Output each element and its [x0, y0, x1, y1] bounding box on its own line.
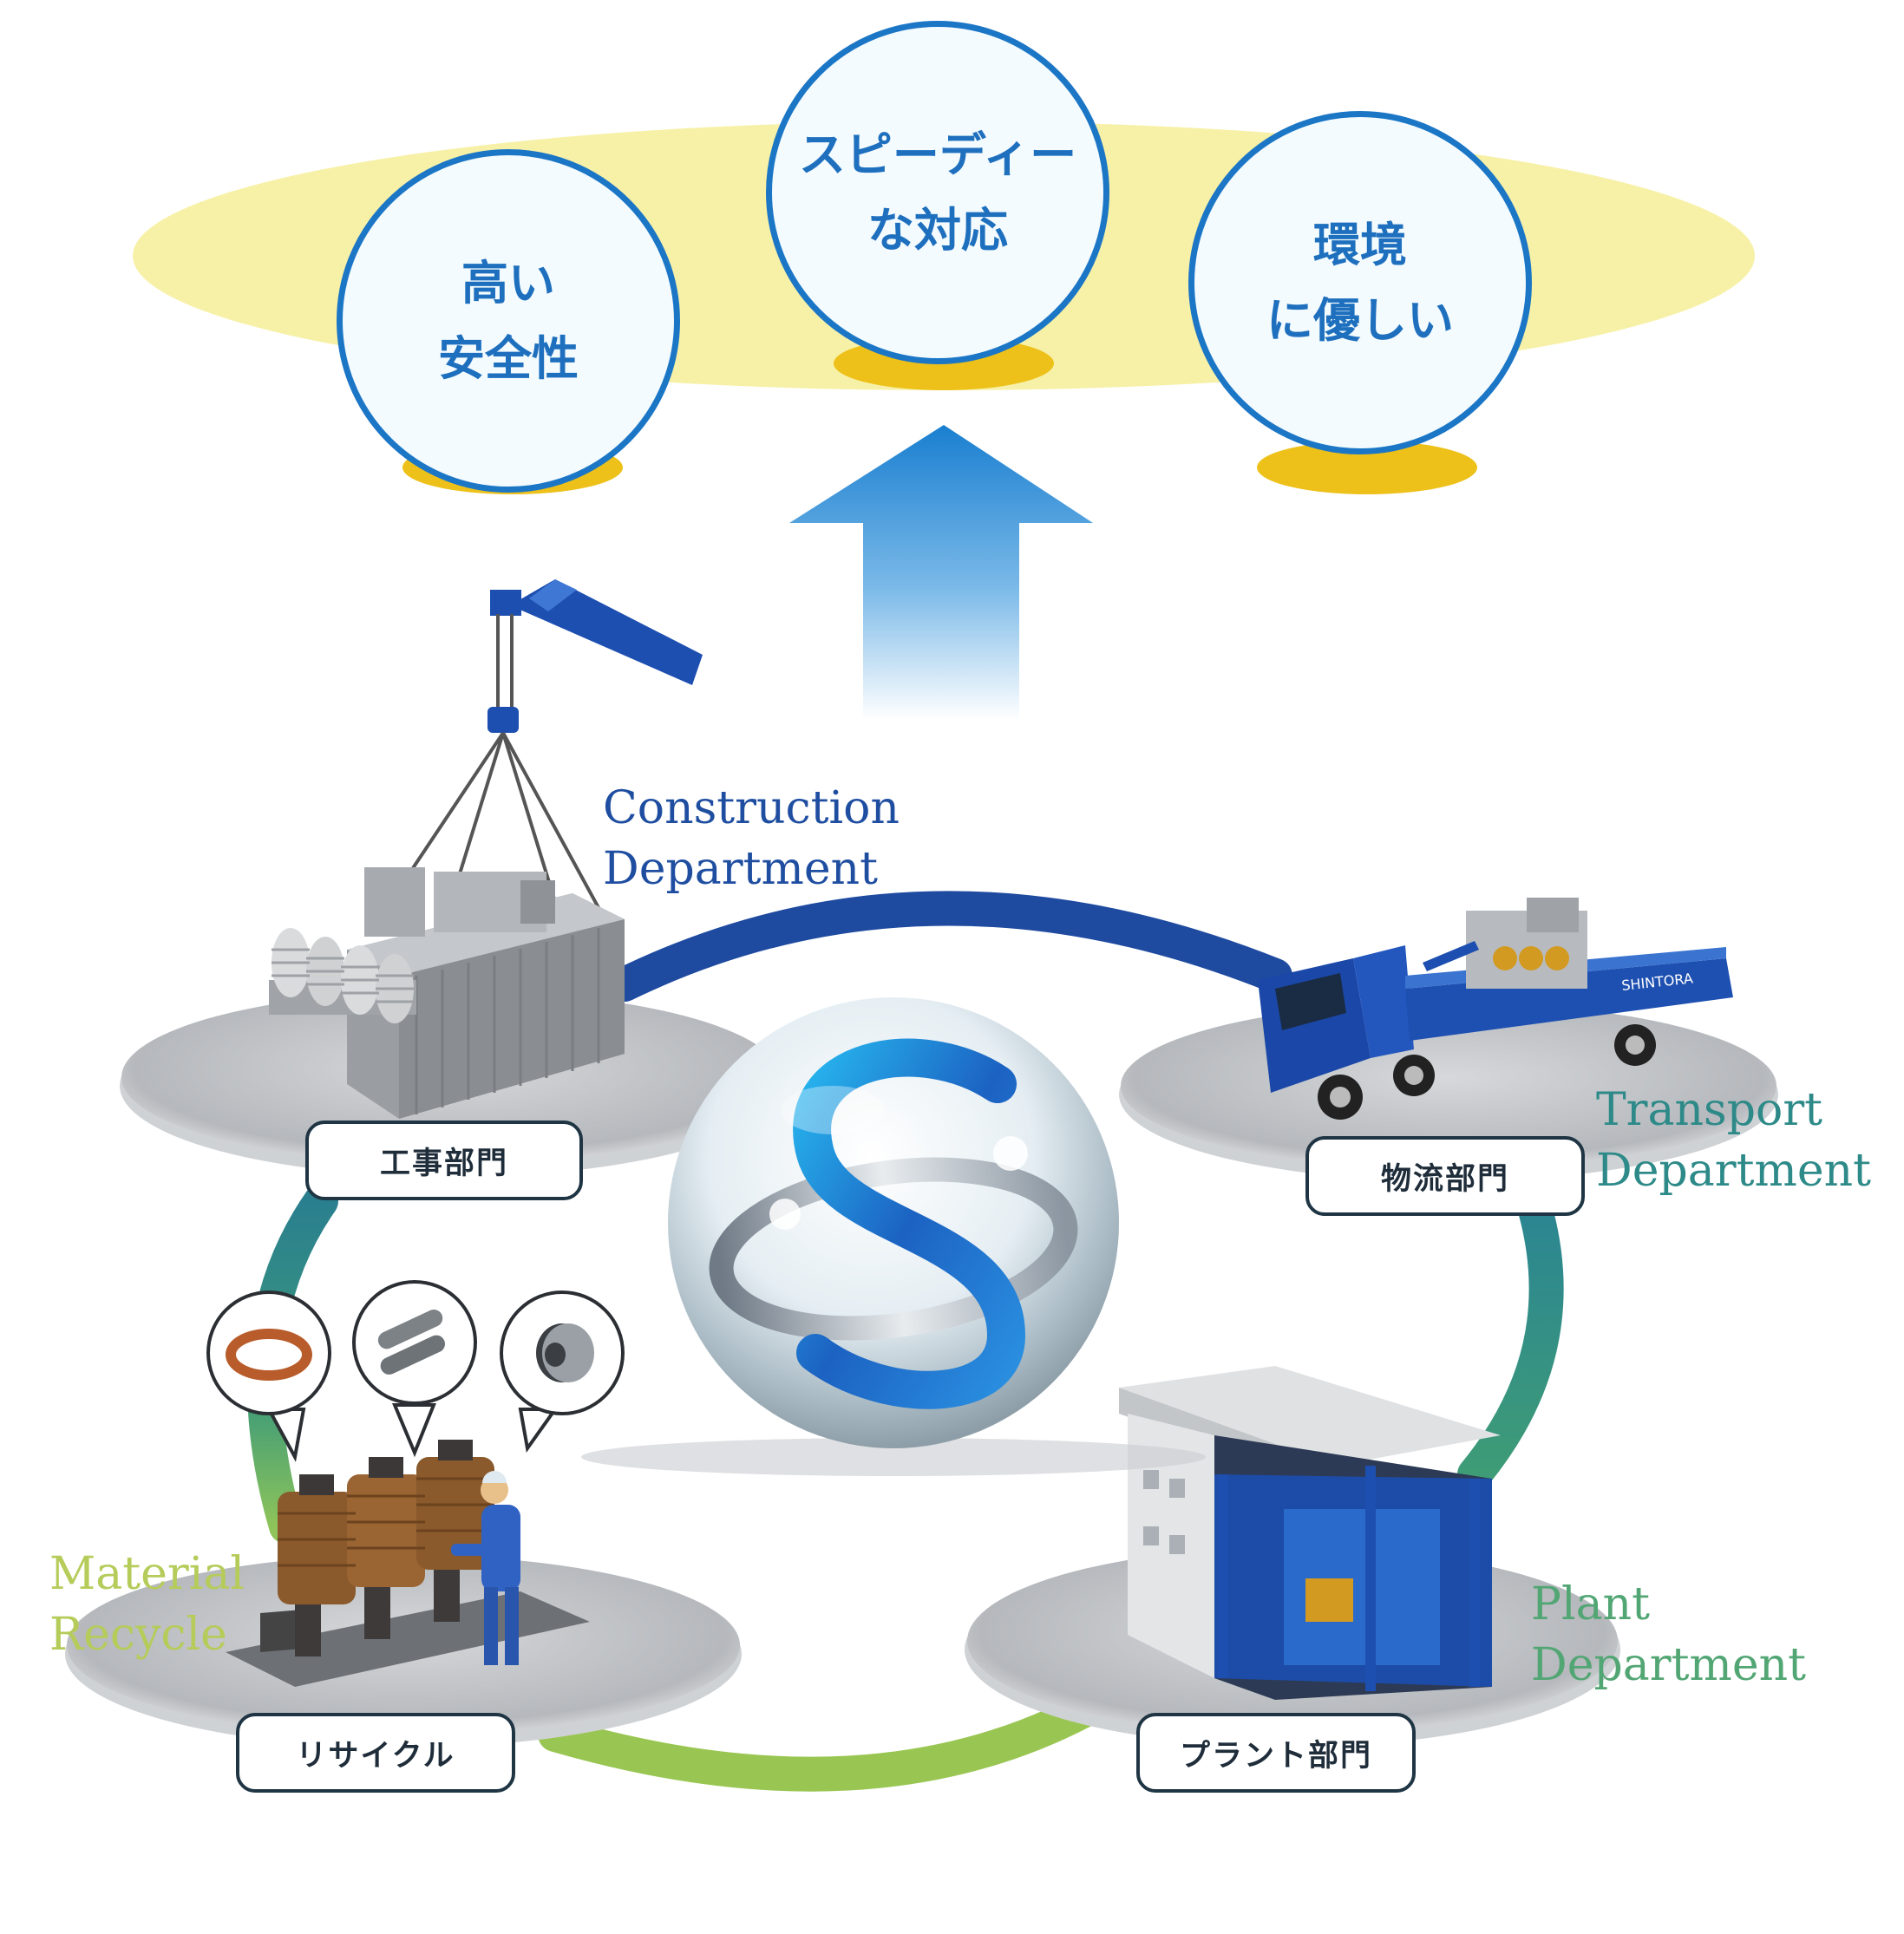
- transport-label: 物流部門: [1305, 1136, 1585, 1216]
- material-bubble-ring: [206, 1290, 331, 1462]
- recycle-label: リサイクル: [236, 1713, 515, 1793]
- pedestal-right: [1257, 441, 1477, 494]
- recycle-department-title: Material Recycle: [49, 1544, 245, 1665]
- plant-department-title: Plant Department: [1531, 1574, 1806, 1696]
- value-safety-line2: 安全性: [438, 331, 579, 386]
- material-bubble-coil: [500, 1290, 625, 1454]
- construction-department-title: Construction Department: [603, 778, 900, 899]
- up-arrow: [789, 425, 1093, 720]
- ring-segment-plant-recycle: [538, 1678, 1128, 1792]
- crane-hook-illustration: [406, 579, 703, 925]
- plant-label-text: プラント部門: [1179, 1738, 1372, 1774]
- transport-en-line2: Department: [1596, 1145, 1871, 1197]
- recycle-en-line2: Recycle: [49, 1609, 227, 1661]
- transport-department-title: Transport Department: [1596, 1080, 1871, 1201]
- transformer-illustration: [269, 867, 625, 1119]
- transport-en-line1: Transport: [1596, 1084, 1823, 1136]
- recycle-coils-illustration: [226, 1440, 590, 1687]
- ring-segment-transport-plant: [1457, 1192, 1564, 1492]
- value-environment-line2: に優しい: [1266, 293, 1454, 348]
- value-bubble-environment: 環境 に優しい: [1188, 111, 1532, 454]
- transport-label-text: 物流部門: [1380, 1161, 1509, 1197]
- value-environment-line1: 環境: [1313, 217, 1407, 272]
- value-bubble-speed: スピーディー な対応: [766, 21, 1109, 364]
- construction-label: 工事部門: [305, 1121, 583, 1200]
- construction-en-line1: Construction: [603, 782, 900, 834]
- plant-building-illustration: [1119, 1366, 1501, 1700]
- material-bubble-pipes: [352, 1280, 477, 1458]
- value-speed-line2: な対応: [867, 203, 1008, 258]
- company-logo-sphere: [581, 997, 1206, 1476]
- value-safety-line1: 高い: [461, 255, 555, 310]
- truck-illustration: SHINTORA: [1258, 898, 1733, 1120]
- plant-en-line1: Plant: [1531, 1578, 1651, 1630]
- plant-en-line2: Department: [1531, 1639, 1806, 1691]
- recycle-label-text: リサイクル: [296, 1738, 455, 1774]
- value-bubble-safety: 高い 安全性: [337, 149, 680, 493]
- recycle-en-line1: Material: [49, 1548, 245, 1600]
- value-speed-line1: スピーディー: [798, 127, 1077, 182]
- construction-en-line2: Department: [603, 843, 878, 895]
- construction-label-text: 工事部門: [379, 1146, 508, 1181]
- ring-segment-construction-transport: [607, 891, 1292, 1002]
- plant-label: プラント部門: [1136, 1713, 1416, 1793]
